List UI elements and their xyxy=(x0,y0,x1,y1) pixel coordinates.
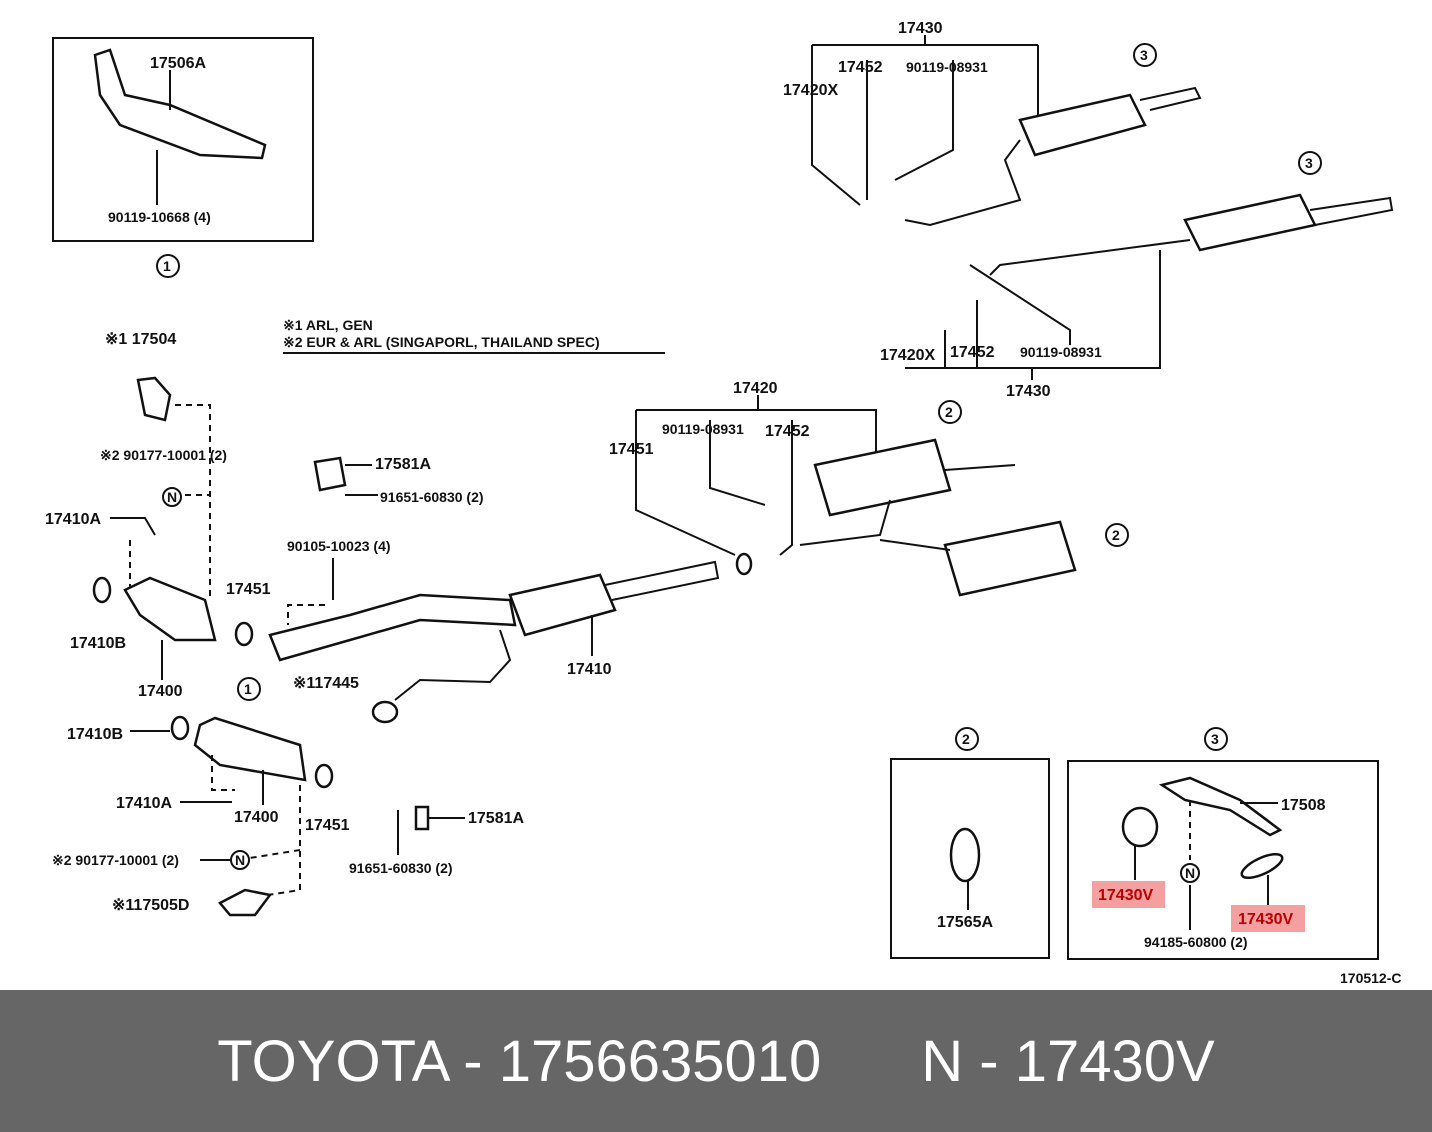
part-label: ※2 90177-10001 (2) xyxy=(100,447,227,463)
rubber-hanger-17565A xyxy=(949,827,981,883)
part-label: 17451 xyxy=(609,441,654,458)
part-label: 17410B xyxy=(67,726,123,743)
callout-2: 2 xyxy=(945,404,953,420)
part-label: ※2 90177-10001 (2) xyxy=(52,852,179,868)
highlight xyxy=(1231,905,1305,932)
highlight xyxy=(1092,881,1165,908)
part-label: ※117445 xyxy=(293,675,359,692)
callout-3: 3 xyxy=(1305,155,1313,171)
part-label: 17430 xyxy=(898,20,943,37)
part-label: 90105-10023 (4) xyxy=(287,538,391,554)
part-label: 17452 xyxy=(950,344,995,361)
part-label: 17452 xyxy=(838,59,883,76)
callout-2: 2 xyxy=(1112,527,1120,543)
part-label: ※117505D xyxy=(112,897,189,914)
callout-3: 3 xyxy=(1211,731,1219,747)
exhaust-parts-diagram: 17506A 90119-10668 (4) 1 17430 17452 901… xyxy=(45,20,1402,986)
bracket-17508 xyxy=(1158,776,1283,837)
part-label: 17410B xyxy=(70,635,126,652)
part-label: 17581A xyxy=(468,810,524,827)
footer-banner: TOYOTA - 1756635010 N - 17430V xyxy=(0,990,1432,1132)
part-label: 90119-08931 xyxy=(662,421,744,437)
nut-symbol: N xyxy=(167,489,177,505)
bracket-17506A xyxy=(93,48,267,160)
part-label: 17508 xyxy=(1281,797,1326,814)
part-label: 17420 xyxy=(733,380,778,397)
callout-1: 1 xyxy=(163,258,171,274)
muffler xyxy=(1018,93,1147,157)
center-muffler xyxy=(508,573,617,637)
gasket-17430V xyxy=(1121,806,1159,848)
part-label-highlighted[interactable]: 17430V xyxy=(1098,887,1153,904)
part-label: 17581A xyxy=(375,456,431,473)
callout-1: 1 xyxy=(244,681,252,697)
part-label: 17420X xyxy=(880,347,935,364)
part-label: 17451 xyxy=(226,581,271,598)
part-label: 17400 xyxy=(234,809,279,826)
inset-box-hanger xyxy=(890,758,1050,959)
catalytic-converter xyxy=(123,576,217,642)
note-1: ※1 ARL, GEN xyxy=(283,317,373,333)
part-label: 94185-60800 (2) xyxy=(1144,934,1248,950)
muffler xyxy=(813,438,952,517)
part-label-highlighted[interactable]: 17430V xyxy=(1238,911,1293,928)
part-label: 17410A xyxy=(45,511,101,528)
muffler xyxy=(943,520,1077,597)
part-label: 17506A xyxy=(150,55,206,72)
gasket-17430V xyxy=(1240,852,1284,880)
part-label: 91651-60830 (2) xyxy=(380,489,484,505)
part-number: TOYOTA - 1756635010 xyxy=(217,1028,822,1094)
muffler xyxy=(1183,193,1317,252)
part-label: 17565A xyxy=(937,914,993,931)
inset-box-gaskets xyxy=(1067,760,1379,960)
inset-box-bracket xyxy=(52,37,314,242)
nut-symbol: N xyxy=(235,852,245,868)
part-label: 91651-60830 (2) xyxy=(349,860,453,876)
part-label: 90119-10668 (4) xyxy=(108,209,211,225)
note-2: ※2 EUR & ARL (SINGAPORL, THAILAND SPEC) xyxy=(283,334,600,350)
front-pipe xyxy=(268,593,517,662)
part-label: 17410 xyxy=(567,661,612,678)
part-label: 17452 xyxy=(765,423,810,440)
catalytic-converter xyxy=(193,716,307,782)
callout-2: 2 xyxy=(962,731,970,747)
part-label: 17420X xyxy=(783,82,838,99)
part-label: 17451 xyxy=(305,817,350,834)
part-label: ※1 17504 xyxy=(105,331,176,348)
callout-3: 3 xyxy=(1140,47,1148,63)
part-label: 17410A xyxy=(116,795,172,812)
callout-part: N - 17430V xyxy=(921,1028,1215,1094)
part-label: 90119-08931 xyxy=(1020,344,1102,360)
diagram-reference: 170512-C xyxy=(1340,970,1402,986)
part-label: 17400 xyxy=(138,683,183,700)
part-label: 90119-08931 xyxy=(906,59,988,75)
nut-symbol: N xyxy=(1185,865,1195,881)
part-label: 17430 xyxy=(1006,383,1051,400)
